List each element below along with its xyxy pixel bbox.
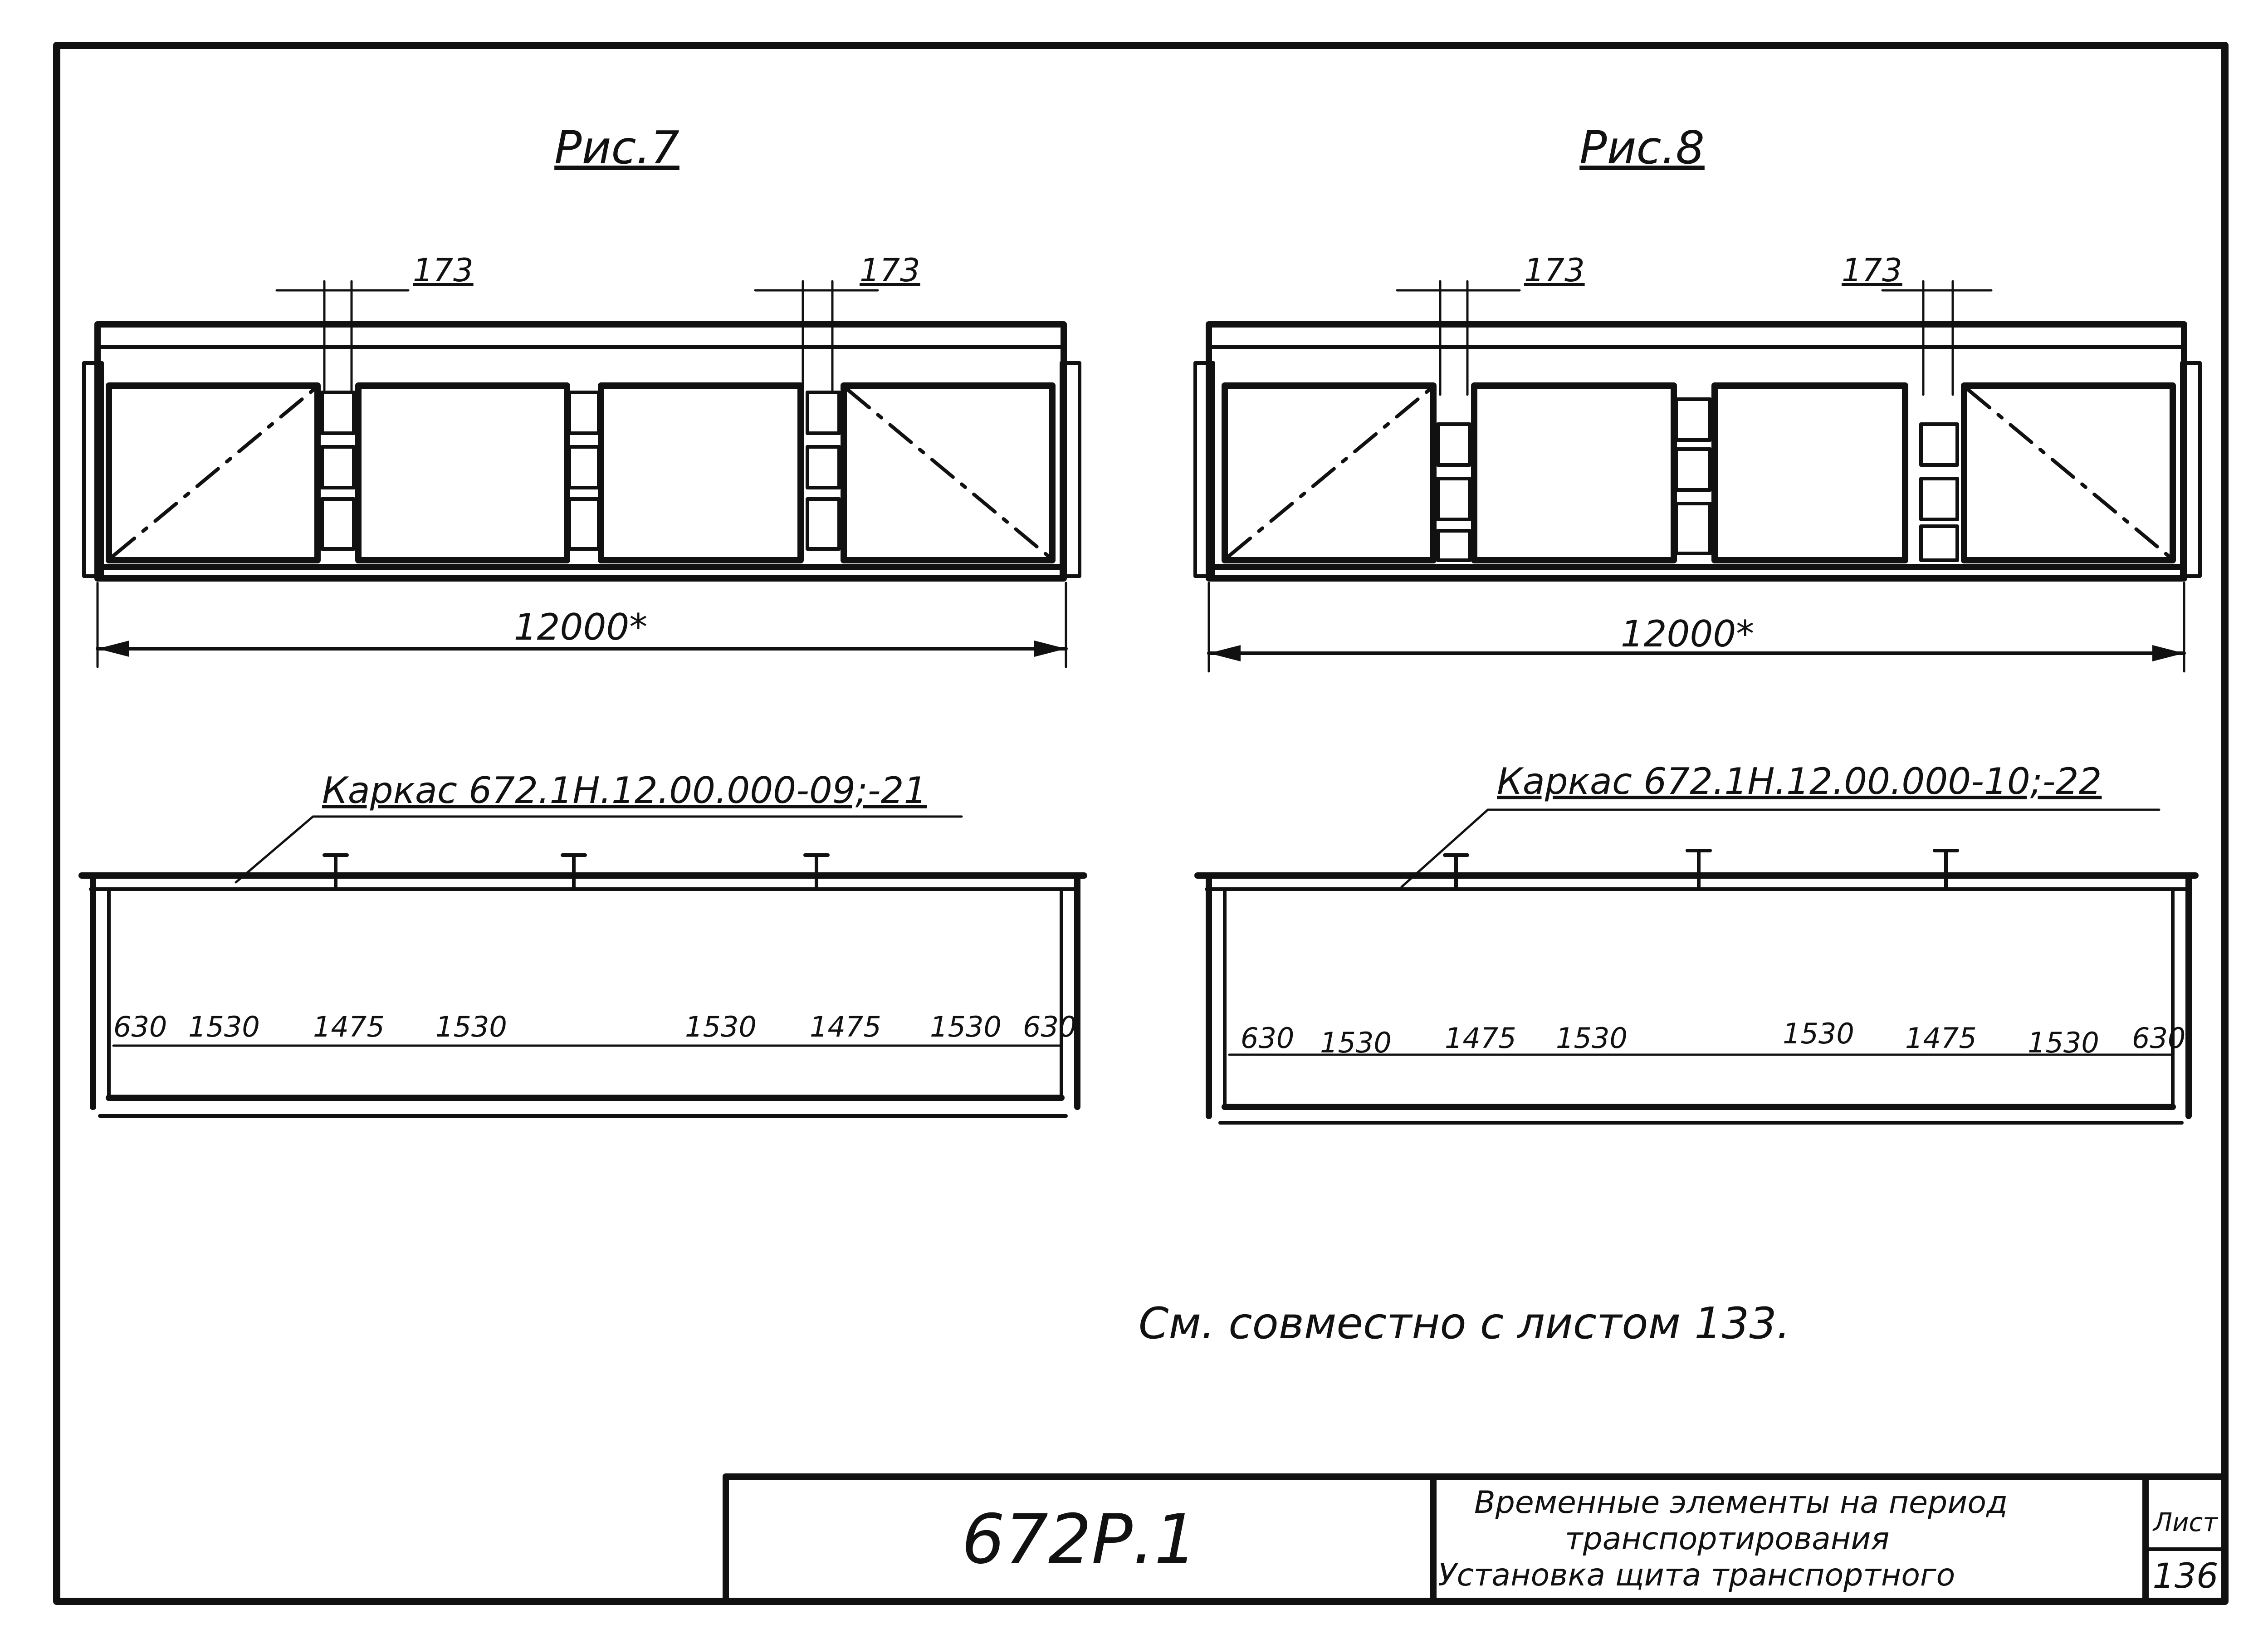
figure-8-top-view: 173 173 — [1193, 252, 2202, 582]
figure-7-dim-630-left: 630 — [113, 1010, 167, 1043]
figure-8-dim-1530-c: 1530 — [1783, 1017, 1854, 1050]
figure-8-dim-1475-b: 1475 — [1905, 1022, 1977, 1055]
figure-8-dim-173-right: 173 — [1842, 252, 1902, 289]
cross-reference-note: См. совместно с листом 133. — [1139, 1299, 1790, 1349]
title-line-3: Установка щита транспортного — [1438, 1557, 1955, 1593]
figure-8-dim-630-left: 630 — [1241, 1022, 1294, 1055]
figure-8-dim-1530-d: 1530 — [2028, 1026, 2099, 1059]
figure-7-title: Рис.7 — [554, 121, 679, 174]
figure-7-dim-1530-a: 1530 — [188, 1010, 260, 1043]
figure-7-dim-1530-c: 1530 — [685, 1010, 757, 1043]
figure-7-length-dimension: 12000* — [96, 582, 1068, 668]
figure-8-bottom-dimensions: 630 1530 1475 1530 1530 1475 1530 630 — [1241, 1017, 2185, 1059]
figure-8-dim-1530-b: 1530 — [1556, 1022, 1628, 1055]
drawing-designation: 672Р.1 — [962, 1500, 1198, 1579]
figure-7-dim-630-right: 630 — [1023, 1010, 1076, 1043]
drawing-frame — [53, 42, 2229, 1605]
figure-7-top-view: 173 173 — [82, 252, 1081, 582]
figure-7-dim-1475-b: 1475 — [810, 1010, 881, 1043]
figure-7-bottom-dimensions: 630 1530 1475 1530 1530 1475 1530 630 — [113, 1010, 1076, 1043]
figure-7-dim-1475-a: 1475 — [313, 1010, 385, 1043]
figure-8-frame-label: Каркас 672.1Н.12.00.000-10;-22 — [1497, 760, 2102, 802]
figure-7-side-view — [78, 853, 1087, 1118]
sheet-number: 136 — [2152, 1556, 2218, 1596]
figure-8: Рис.8 173 173 — [1193, 121, 2202, 1125]
figure-8-dim-1530-a: 1530 — [1320, 1026, 1392, 1059]
title-line-2: транспортирования — [1565, 1521, 1889, 1557]
sheet-label: Лист — [2152, 1508, 2218, 1537]
figure-7-dim-173-left: 173 — [413, 252, 474, 289]
figure-8-overall-length: 12000* — [1621, 613, 1755, 655]
figure-8-dim-630-right: 630 — [2132, 1022, 2185, 1055]
figure-8-length-dimension: 12000* — [1207, 582, 2186, 673]
figure-8-dim-1475-a: 1475 — [1445, 1022, 1516, 1055]
figure-7-dim-173-right: 173 — [860, 252, 920, 289]
figure-7: Рис.7 — [78, 121, 1087, 1118]
figure-8-dim-173-left: 173 — [1524, 252, 1585, 289]
figure-8-title: Рис.8 — [1579, 121, 1705, 174]
title-line-1: Временные элементы на период — [1474, 1485, 2008, 1521]
figure-7-overall-length: 12000* — [514, 606, 648, 648]
figure-8-side-view — [1194, 849, 2199, 1125]
title-block: 672Р.1 Временные элементы на период тран… — [723, 1473, 2228, 1605]
figure-7-dim-1530-b: 1530 — [435, 1010, 507, 1043]
figure-7-frame-label: Каркас 672.1Н.12.00.000-09;-21 — [322, 769, 927, 812]
figure-7-dim-1530-d: 1530 — [930, 1010, 1002, 1043]
